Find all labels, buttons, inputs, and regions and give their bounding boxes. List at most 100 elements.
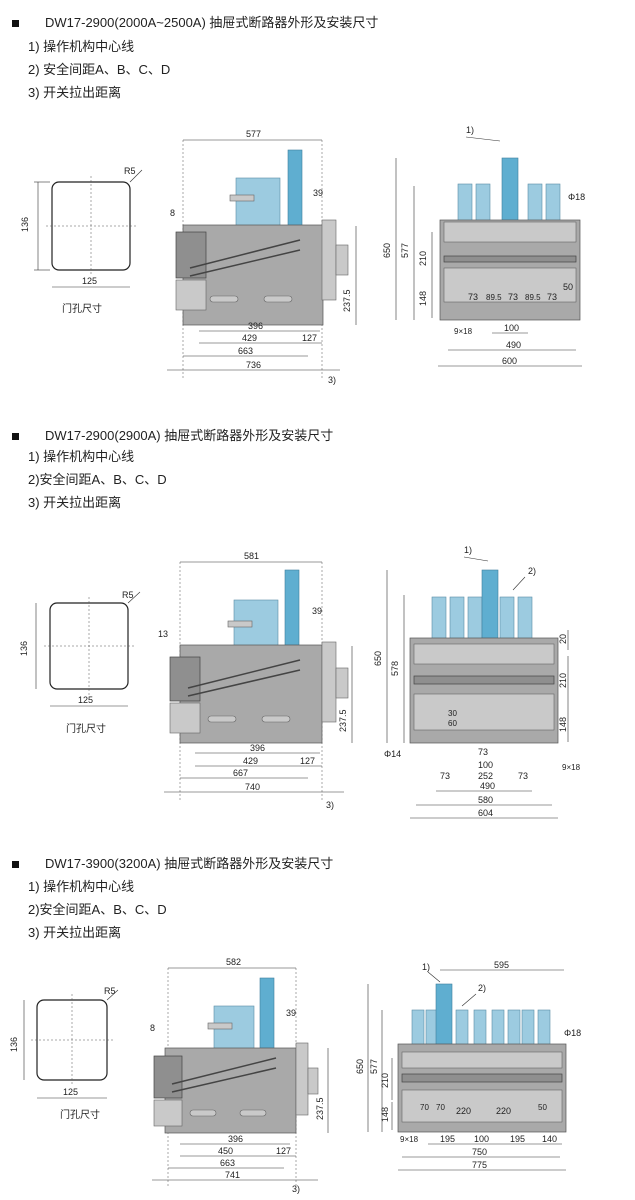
side-top: 582 — [226, 957, 241, 967]
section-1: DW17-2900(2000A~2500A) 抽屉式断路器外形及安装尺寸 1) … — [0, 0, 635, 400]
front-s50: 50 — [563, 282, 573, 292]
front-h2: 578 — [390, 661, 400, 676]
front-view: 1) Φ18 650 577 210 148 73 89.5 73 89.5 7… — [382, 125, 585, 367]
side-d5: 736 — [246, 360, 261, 370]
front-s220a: 220 — [456, 1106, 471, 1116]
front-slots: 9×18 — [400, 1135, 419, 1144]
side-d2: 450 — [218, 1146, 233, 1156]
drawing-1: 136 125 R5 门孔尺寸 577 8 39 — [20, 125, 585, 385]
section-title: DW17-2900(2900A) 抽屉式断路器外形及安装尺寸 — [12, 425, 333, 444]
front-s5: 73 — [547, 292, 557, 302]
side-d1: 396 — [248, 321, 263, 331]
front-s4: 89.5 — [525, 293, 541, 302]
door-height: 136 — [19, 641, 29, 656]
door-caption: 门孔尺寸 — [66, 722, 106, 735]
front-slots: 9×18 — [454, 327, 473, 336]
door-radius: R5 — [122, 590, 134, 600]
front-b1: 195 — [440, 1134, 455, 1144]
side-top: 581 — [244, 551, 259, 561]
front-view: 1) 595 2) Φ18 650 577 210 — [355, 960, 581, 1171]
note-2: 2)安全间距A、B、C、D — [28, 472, 167, 487]
front-b2: 100 — [474, 1134, 489, 1144]
front-mark2: 2) — [478, 983, 486, 993]
front-s4: 252 — [478, 771, 493, 781]
note-2: 2) 安全间距A、B、C、D — [28, 62, 171, 77]
door-width: 125 — [63, 1087, 78, 1097]
side-view: 581 13 39 237.5 396 429 127 667 — [158, 551, 353, 810]
front-s70b: 70 — [436, 1103, 445, 1112]
door-caption: 门孔尺寸 — [60, 1108, 100, 1121]
front-mark1: 1) — [464, 545, 472, 555]
front-b2: 490 — [480, 781, 495, 791]
front-top: 595 — [494, 960, 509, 970]
front-h3: 210 — [380, 1073, 390, 1088]
side-offset: 13 — [158, 629, 168, 639]
side-d4: 663 — [220, 1158, 235, 1168]
front-h3: 210 — [558, 673, 568, 688]
door-width: 125 — [82, 276, 97, 286]
front-b6: 775 — [472, 1160, 487, 1170]
front-h3: 210 — [418, 251, 428, 266]
front-s5: 73 — [518, 771, 528, 781]
section-3: DW17-3900(3200A) 抽屉式断路器外形及安装尺寸 1) 操作机构中心… — [0, 848, 635, 1200]
door-cutout: 136 125 R5 门孔尺寸 — [20, 166, 143, 315]
bullet-icon — [12, 861, 19, 869]
side-d5: 741 — [225, 1170, 240, 1180]
side-d2: 429 — [243, 756, 258, 766]
section-title: DW17-3900(3200A) 抽屉式断路器外形及安装尺寸 — [12, 853, 333, 872]
side-gap: 39 — [286, 1008, 296, 1018]
side-d2: 429 — [242, 333, 257, 343]
front-slots: 9×18 — [562, 763, 581, 772]
side-pull: 3) — [328, 375, 336, 385]
section-title: DW17-2900(2000A~2500A) 抽屉式断路器外形及安装尺寸 — [12, 12, 378, 31]
front-mark2: 2) — [528, 566, 536, 576]
side-d3: 127 — [276, 1146, 291, 1156]
note-3: 3) 开关拉出距离 — [28, 925, 122, 940]
door-radius: R5 — [104, 986, 116, 996]
note-2: 2)安全间距A、B、C、D — [28, 902, 167, 917]
front-hole: Φ18 — [564, 1028, 581, 1038]
front-b3: 580 — [478, 795, 493, 805]
front-b3: 195 — [510, 1134, 525, 1144]
side-h: 237.5 — [338, 709, 348, 732]
note-1: 1) 操作机构中心线 — [28, 39, 135, 54]
front-h1: 650 — [382, 243, 392, 258]
front-h5: 20 — [558, 634, 568, 644]
bullet-icon — [12, 433, 19, 441]
front-s60: 60 — [448, 719, 457, 728]
front-s2: 73 — [478, 747, 488, 757]
front-s2: 89.5 — [486, 293, 502, 302]
front-h4: 148 — [418, 291, 428, 306]
door-cutout: 136 125 R5 门孔尺寸 — [9, 986, 119, 1121]
side-gap: 39 — [312, 606, 322, 616]
side-pull: 3) — [326, 800, 334, 810]
front-h2: 577 — [369, 1059, 379, 1074]
side-d1: 396 — [228, 1134, 243, 1144]
side-d4: 663 — [238, 346, 253, 356]
drawing-3: 136 125 R5 门孔尺寸 582 8 39 — [9, 957, 581, 1194]
front-s30: 30 — [448, 709, 457, 718]
side-view: 577 8 39 237.5 396 429 127 663 — [167, 129, 357, 385]
front-mark1: 1) — [422, 962, 430, 972]
front-s50: 50 — [538, 1103, 547, 1112]
side-d1: 396 — [250, 743, 265, 753]
side-d5: 740 — [245, 782, 260, 792]
front-hole: Φ18 — [568, 192, 585, 202]
door-caption: 门孔尺寸 — [62, 302, 102, 315]
note-1: 1) 操作机构中心线 — [28, 879, 135, 894]
note-3: 3) 开关拉出距离 — [28, 495, 122, 510]
front-s70a: 70 — [420, 1103, 429, 1112]
front-b5: 750 — [472, 1147, 487, 1157]
front-b2: 490 — [506, 340, 521, 350]
door-height: 136 — [9, 1037, 19, 1052]
side-offset: 8 — [150, 1023, 155, 1033]
title-text: DW17-2900(2000A~2500A) 抽屉式断路器外形及安装尺寸 — [45, 15, 379, 30]
note-3: 3) 开关拉出距离 — [28, 85, 122, 100]
note-1: 1) 操作机构中心线 — [28, 449, 135, 464]
side-h: 237.5 — [342, 289, 352, 312]
front-h1: 650 — [355, 1059, 365, 1074]
front-hole: Φ14 — [384, 749, 401, 759]
side-pull: 3) — [292, 1184, 300, 1194]
front-h4: 148 — [380, 1107, 390, 1122]
title-text: DW17-3900(3200A) 抽屉式断路器外形及安装尺寸 — [45, 856, 334, 871]
